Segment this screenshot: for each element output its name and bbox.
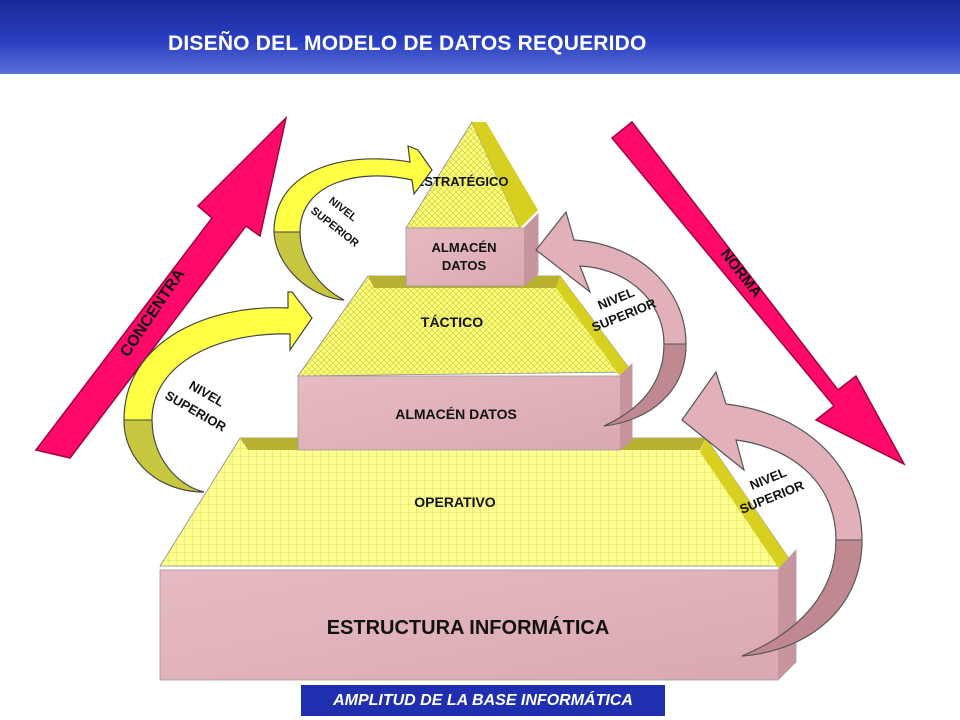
estructura-informatica-label: ESTRUCTURA INFORMÁTICA (327, 616, 610, 639)
almacen-datos-mid-label: ALMACÉN DATOS (395, 406, 517, 422)
page-title: DISEÑO DEL MODELO DE DATOS REQUERIDO (168, 32, 647, 55)
tier-estrategico: ESTRATÉGICO ALMACÉN DATOS (405, 121, 539, 287)
footer-label-box: AMPLITUD DE LA BASE INFORMÁTICA (301, 685, 665, 716)
operativo-label: OPERATIVO (414, 494, 496, 510)
concentra-arrow: CONCENTRA (34, 115, 288, 459)
tier-tactico: TÁCTICO ALMACÉN DATOS (297, 275, 633, 451)
almacen-datos-top-line2: DATOS (442, 258, 487, 273)
header-bar: DISEÑO DEL MODELO DE DATOS REQUERIDO (0, 0, 960, 74)
tier-operativo: OPERATIVO ESTRUCTURA INFORMÁTICA (159, 437, 797, 681)
estrategico-label: ESTRATÉGICO (416, 174, 509, 189)
tactico-label: TÁCTICO (421, 314, 483, 330)
almacen-datos-top-line1: ALMACÉN (432, 240, 497, 255)
